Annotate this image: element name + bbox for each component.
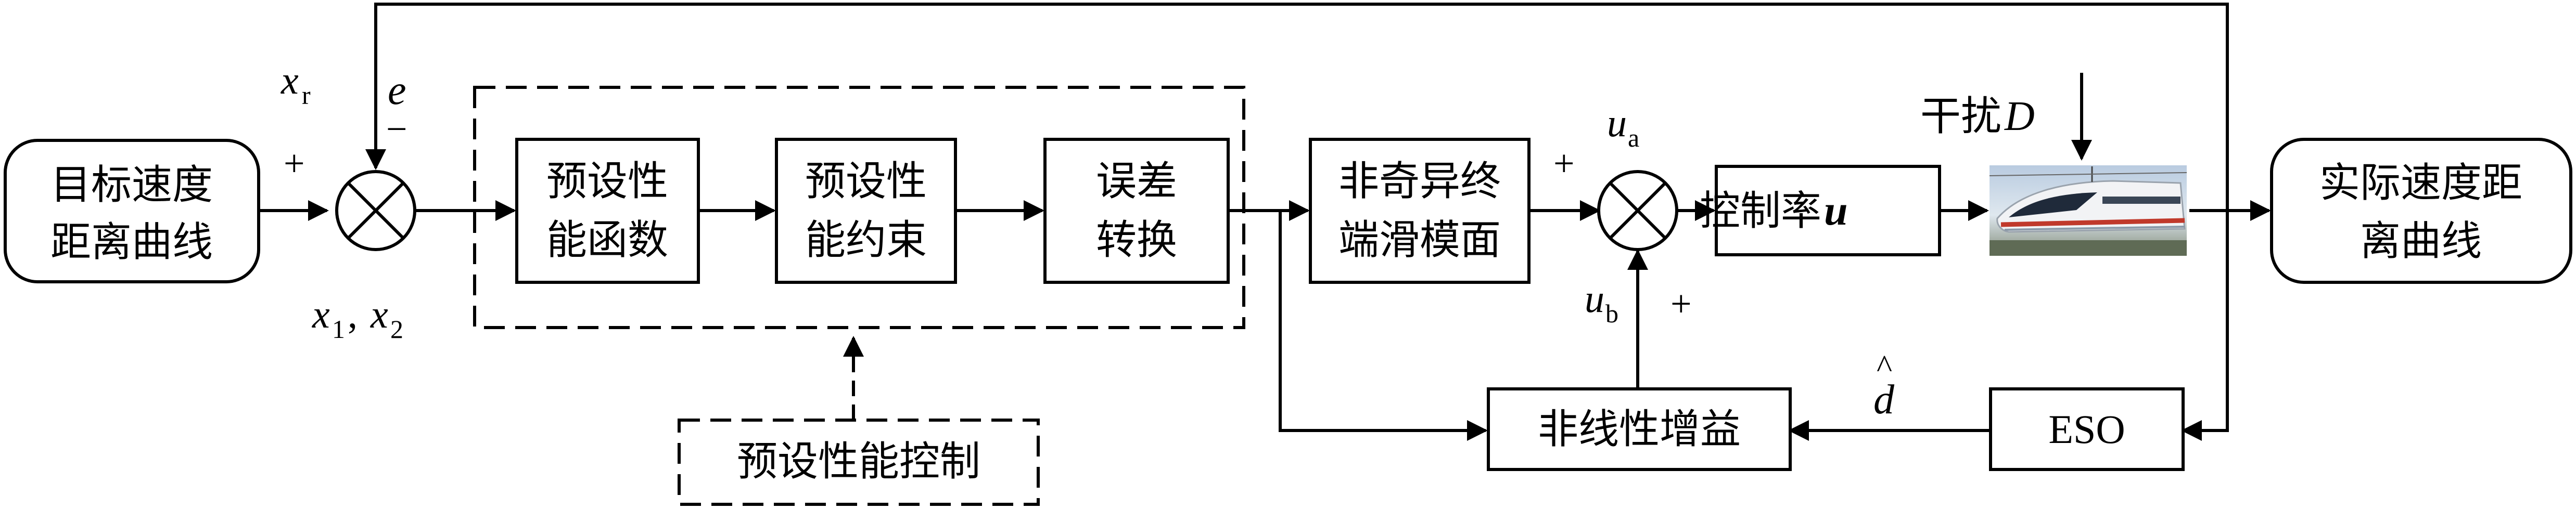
label-ub: u b [1585,277,1618,328]
train-image [1989,165,2187,256]
sum-junction-2 [1597,170,1678,251]
perf-function-line-2: 能函数 [546,217,668,264]
svg-text:u: u [1607,101,1627,145]
block-actual-curve: 实际速度距 离曲线 [2270,138,2572,284]
svg-text:b: b [1605,299,1618,328]
svg-text:干扰: 干扰 [1920,93,2001,140]
svg-text:,: , [348,293,358,336]
block-sliding-surface: 非奇异终 端滑模面 [1309,138,1531,284]
control-law-symbol: u [1824,187,1848,234]
block-perf-function: 预设性 能函数 [515,138,700,284]
sign-sum1-left: + [284,142,305,184]
label-ua: u a [1607,101,1639,152]
svg-text:d: d [1873,377,1895,423]
svg-text:r: r [302,81,311,110]
error-transform-line-2: 转换 [1096,217,1177,264]
error-transform-line-1: 误差 [1096,158,1177,205]
sign-sum2-bottom: + [1670,283,1692,324]
signal-wires [259,3,2271,441]
block-eso: ESO [1989,387,2185,471]
target-curve-line-2: 距离曲线 [50,219,213,266]
sliding-surface-line-2: 端滑模面 [1338,217,1501,264]
ppc-label-text: 预设性能控制 [737,438,980,485]
svg-text:2: 2 [390,315,403,344]
svg-text:1: 1 [332,315,345,344]
label-e: e [388,68,406,113]
actual-curve-line-1: 实际速度距 [2319,160,2522,206]
block-perf-constraint: 预设性 能约束 [775,138,957,284]
svg-text:x: x [280,59,299,102]
sum-junction-1 [335,170,416,251]
svg-text:x: x [312,293,330,336]
target-curve-line-1: 目标速度 [50,162,213,208]
sign-sum1-top: − [386,108,407,150]
svg-text:^: ^ [1877,348,1892,385]
perf-constraint-line-1: 预设性 [805,158,927,205]
label-d-hat: d ^ [1873,348,1895,423]
ppc-region [473,86,1245,329]
nonlinear-gain-label: 非线性增益 [1538,406,1741,453]
eso-label: ESO [2048,407,2125,452]
block-nonlinear-gain: 非线性增益 [1487,387,1792,471]
block-control-law: 控制率 u [1700,165,1941,256]
perf-function-line-1: 预设性 [546,158,668,205]
svg-text:D: D [2004,94,2035,139]
perf-constraint-line-2: 能约束 [805,217,927,264]
block-ppc-label: 预设性能控制 [678,419,1040,506]
svg-text:a: a [1628,123,1639,152]
actual-curve-line-2: 离曲线 [2360,218,2482,265]
svg-text:x: x [370,293,388,336]
label-xr: x r [280,59,311,110]
label-disturbance: 干扰 D [1920,93,2035,140]
block-error-transform: 误差 转换 [1043,138,1230,284]
sliding-surface-line-1: 非奇异终 [1338,158,1501,205]
control-law-label: 控制率 [1700,188,1821,234]
block-target-curve: 目标速度 距离曲线 [4,139,260,283]
sign-sum2-left: + [1553,142,1575,184]
svg-text:u: u [1585,277,1604,321]
label-x1-x2: x 1 , x 2 [312,293,403,344]
